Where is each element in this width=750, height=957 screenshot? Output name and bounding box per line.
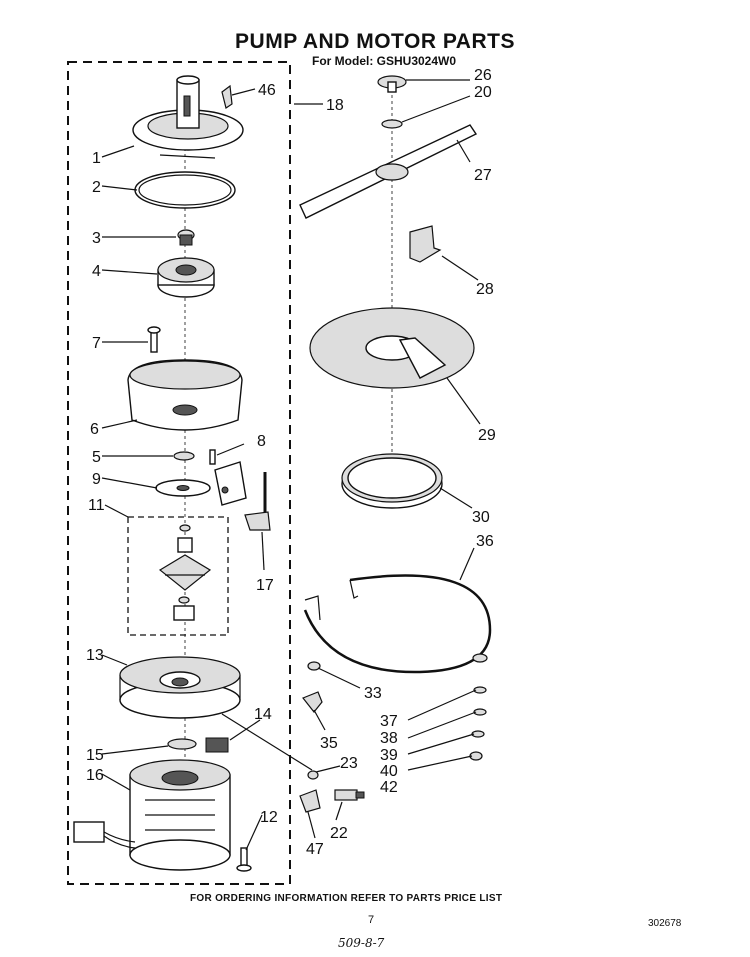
callout-39: 39 xyxy=(380,747,398,764)
screw-part-7 xyxy=(147,326,161,353)
pump-housing-top xyxy=(132,75,244,159)
connector-part-22 xyxy=(334,789,365,801)
washer-part-20 xyxy=(381,119,403,129)
motor-brush xyxy=(205,737,229,753)
handwritten-note: 509-8-7 xyxy=(338,936,385,950)
callout-29: 29 xyxy=(478,427,496,444)
seal-ring xyxy=(341,453,443,509)
switch-rod-part-17 xyxy=(244,472,271,531)
sub-assembly-parts xyxy=(158,524,212,621)
callout-17: 17 xyxy=(256,577,274,594)
callout-23: 23 xyxy=(340,755,358,772)
callout-38: 38 xyxy=(380,730,398,747)
clip-part-35 xyxy=(302,691,323,713)
callout-22: 22 xyxy=(330,825,348,842)
grommet-part-23 xyxy=(307,770,319,780)
callout-6: 6 xyxy=(90,421,99,438)
callout-8: 8 xyxy=(257,433,266,450)
callout-3: 3 xyxy=(92,230,101,247)
callout-40: 40 xyxy=(380,763,398,780)
callout-35: 35 xyxy=(320,735,338,752)
washer-part-33 xyxy=(307,661,321,671)
ordering-note: FOR ORDERING INFORMATION REFER TO PARTS … xyxy=(190,893,503,904)
callout-4: 4 xyxy=(92,263,101,280)
hardware-stack-37-42 xyxy=(469,653,488,761)
callout-33: 33 xyxy=(364,685,382,702)
callout-27: 27 xyxy=(474,167,492,184)
band-clamp xyxy=(303,574,492,674)
callout-11: 11 xyxy=(88,497,105,514)
callout-9: 9 xyxy=(92,471,101,488)
filter-screen xyxy=(309,307,475,389)
motor-wire-connector xyxy=(73,821,136,849)
motor xyxy=(129,759,231,871)
callout-13: 13 xyxy=(86,647,104,664)
callout-47: 47 xyxy=(306,841,324,858)
callout-1: 1 xyxy=(92,150,101,167)
callout-28: 28 xyxy=(476,281,494,298)
model-subtitle: For Model: GSHU3024W0 xyxy=(312,54,457,68)
screw-part-8 xyxy=(209,449,216,465)
callout-36: 36 xyxy=(476,533,494,550)
callout-18: 18 xyxy=(326,97,344,114)
screw-part-12 xyxy=(236,847,252,872)
callout-37: 37 xyxy=(380,713,398,730)
callout-labels: 1 2 3 4 7 6 5 9 11 13 15 16 46 8 14 17 1… xyxy=(86,67,496,858)
ring-gasket xyxy=(134,171,236,209)
sub-assembly-frame xyxy=(127,516,229,636)
callout-16: 16 xyxy=(86,767,104,784)
spray-arm-cap xyxy=(377,75,407,93)
callout-14: 14 xyxy=(254,706,272,723)
callout-7: 7 xyxy=(92,335,101,352)
callout-30: 30 xyxy=(472,509,490,526)
page-title: PUMP AND MOTOR PARTS xyxy=(235,30,515,53)
page-number: 7 xyxy=(368,914,375,926)
washer-part-15 xyxy=(167,738,197,750)
callout-2: 2 xyxy=(92,179,101,196)
guard-part-28 xyxy=(409,225,442,263)
bracket-part-47 xyxy=(299,789,321,813)
impeller xyxy=(157,257,215,298)
callout-20: 20 xyxy=(474,84,492,101)
lower-spray-arm xyxy=(299,124,478,219)
motor-mounting-bracket xyxy=(119,656,241,719)
callout-5: 5 xyxy=(92,449,101,466)
ring-gasket-inner xyxy=(138,174,232,206)
impeller-nut xyxy=(177,229,195,246)
callout-15: 15 xyxy=(86,747,104,764)
clip-part-46 xyxy=(221,84,233,109)
callout-46: 46 xyxy=(258,82,276,99)
callout-42: 42 xyxy=(380,779,398,796)
callout-26: 26 xyxy=(474,67,492,84)
assembly-frame xyxy=(67,61,291,885)
document-number: 302678 xyxy=(648,918,682,929)
mounting-plate xyxy=(155,461,247,506)
callout-12: 12 xyxy=(260,809,278,826)
pump-body xyxy=(127,359,243,431)
leader-lines xyxy=(101,79,481,851)
washer-part-5 xyxy=(173,451,195,461)
